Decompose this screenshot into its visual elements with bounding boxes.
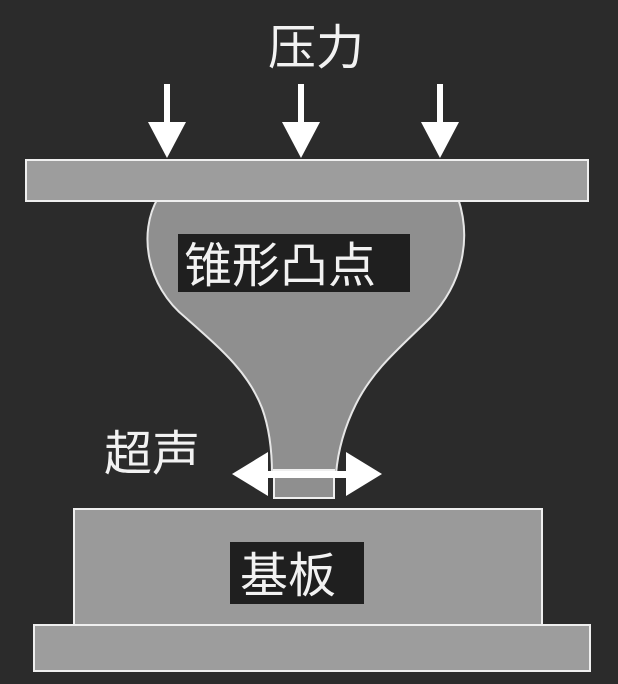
top-plate — [25, 159, 589, 202]
pressure-arrow — [148, 84, 186, 158]
base-plate — [33, 624, 591, 672]
pressure-arrows — [148, 84, 459, 158]
ultrasonic-label: 超声 — [104, 426, 200, 482]
pressure-label: 压力 — [268, 20, 364, 76]
substrate-label-box — [230, 542, 364, 604]
bump-label-box — [178, 234, 410, 292]
pressure-arrow — [421, 84, 459, 158]
substrate-label: 基板 — [240, 548, 336, 604]
ultrasonic-double-arrow — [232, 452, 382, 496]
bump-label: 锥形凸点 — [184, 238, 376, 294]
pressure-arrow — [282, 84, 320, 158]
